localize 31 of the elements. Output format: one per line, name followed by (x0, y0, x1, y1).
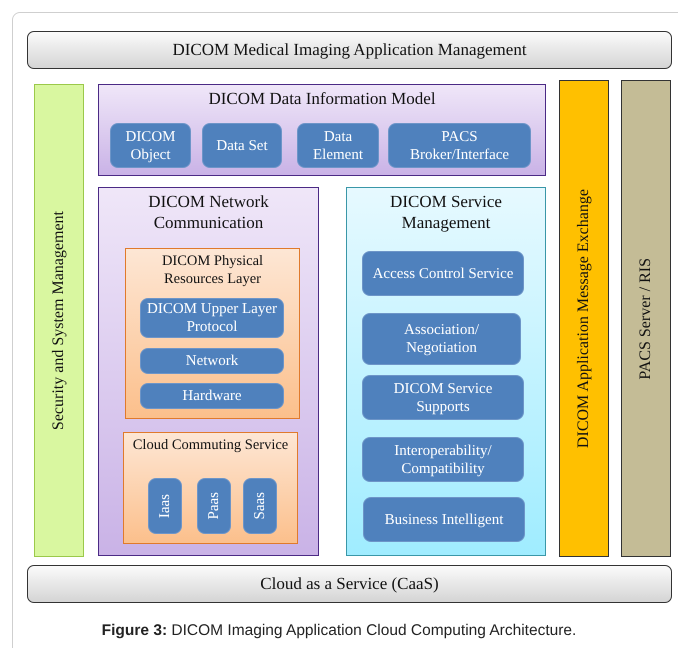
panel-heading: DICOM Network Communication (147, 191, 270, 234)
layer-bar: DICOM Medical Imaging Application Management (27, 31, 672, 69)
panel-heading: Cloud Commuting Service (132, 436, 290, 454)
layer-column: Security and System Management (34, 84, 84, 557)
component-box: Data Element (298, 124, 378, 167)
layer-column: PACS Server / RIS (621, 80, 671, 557)
sub-module-panel (123, 432, 298, 544)
component-box: Hardware (141, 384, 283, 408)
layer-column: DICOM Application Message Exchange (559, 80, 609, 557)
component-box: DICOM Object (111, 124, 190, 167)
component-box: PACS Broker/Interface (389, 124, 530, 167)
component-box: Business Intelligent (364, 498, 524, 541)
layer-bar: Cloud as a Service (CaaS) (27, 565, 672, 603)
component-box: DICOM Service Supports (363, 376, 523, 419)
component-box: Access Control Service (363, 252, 523, 295)
component-box: Data Set (203, 124, 281, 167)
component-box: Iaas (149, 479, 181, 533)
module-panel (346, 187, 546, 556)
panel-heading: DICOM Physical Resources Layer (160, 252, 264, 288)
figure-caption: Figure 3: DICOM Imaging Application Cloud Computing Architecture. (100, 622, 578, 640)
component-box: Interoperability/ Compatibility (363, 438, 523, 481)
panel-heading: DICOM Service Management (389, 191, 503, 234)
module-panel (98, 187, 319, 556)
component-box: Paas (198, 479, 230, 533)
module-panel (98, 84, 546, 176)
panel-heading: DICOM Data Information Model (207, 88, 437, 110)
component-box: Network (141, 349, 283, 373)
component-box: Saas (244, 479, 276, 533)
component-box: Association/ Negotiation (363, 314, 520, 364)
sub-module-panel (125, 248, 300, 419)
component-box: DICOM Upper Layer Protocol (141, 299, 283, 337)
